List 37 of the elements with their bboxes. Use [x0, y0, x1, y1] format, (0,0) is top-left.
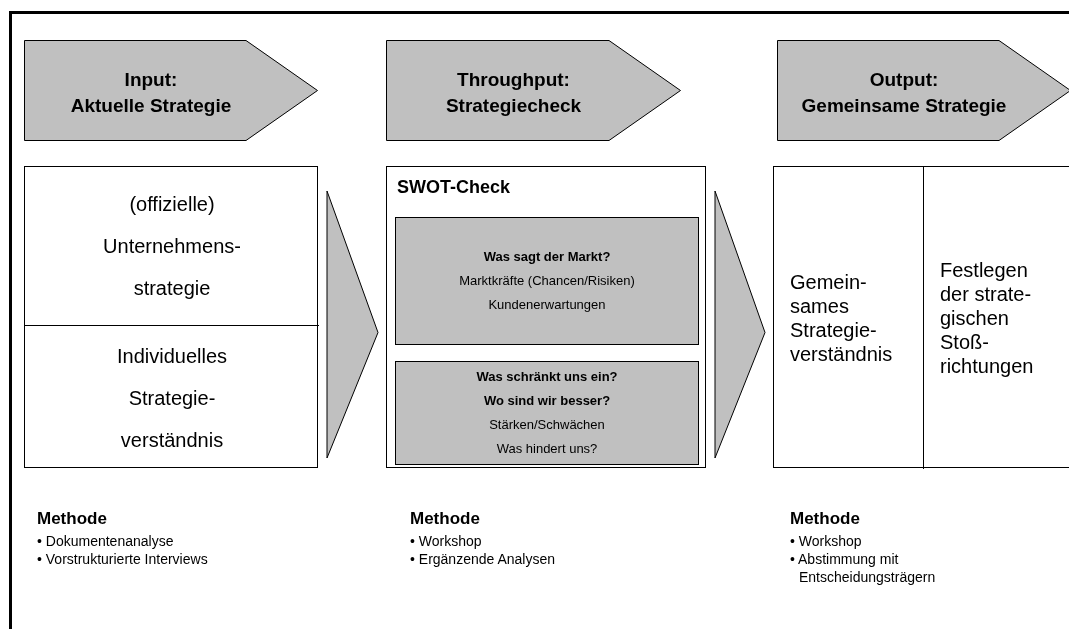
- panel-heading: SWOT-Check: [397, 177, 511, 198]
- method-item: • Workshop: [790, 532, 863, 550]
- chevron-shape: [386, 40, 681, 141]
- method-item: • Ergänzende Analysen: [410, 550, 556, 568]
- method-item: • Abstimmung mit Entscheidungsträgern: [790, 550, 937, 586]
- chevron-label: Output:: [869, 67, 939, 92]
- column-text: Gemein- sames Strategie- verständnis: [790, 270, 894, 366]
- question-heading: Was schränkt uns ein?: [476, 368, 618, 386]
- column-text: Festlegen der strate- gischen Stoß- richtungen: [940, 258, 1035, 378]
- content-panel: [773, 166, 1069, 468]
- chevron-label: Throughput:: [457, 67, 570, 92]
- chevron-label: Aktuelle Strategie: [70, 93, 232, 118]
- row-text: (offizielle) Unternehmens- strategie: [102, 192, 242, 301]
- question-text: Stärken/Schwächen: [489, 416, 605, 434]
- method-heading: Methode: [37, 510, 107, 528]
- question-text: Marktkräfte (Chancen/Risiken): [459, 272, 635, 290]
- question-box: [395, 217, 699, 345]
- question-box: [395, 361, 699, 465]
- method-item: • Vorstrukturierte Interviews: [37, 550, 209, 568]
- content-panel: [24, 166, 318, 468]
- method-item: • Dokumentenanalyse: [37, 532, 175, 550]
- method-item: • Workshop: [410, 532, 483, 550]
- process-arrow: [714, 190, 766, 459]
- row-text: Individuelles Strategie- verständnis: [115, 343, 229, 453]
- chevron-label: Strategiecheck: [445, 93, 582, 118]
- question-text: Kundenerwartungen: [488, 296, 606, 314]
- question-heading: Was sagt der Markt?: [483, 248, 611, 266]
- chevron-shape: [24, 40, 318, 141]
- method-heading: Methode: [790, 510, 860, 528]
- chevron-shape: [777, 40, 1069, 141]
- question-heading: Wo sind wir besser?: [483, 392, 611, 410]
- chevron-label: Gemeinsame Strategie: [801, 93, 1007, 118]
- question-text: Was hindert uns?: [496, 440, 598, 458]
- method-heading: Methode: [410, 510, 480, 528]
- chevron-label: Input:: [124, 67, 178, 92]
- content-panel: [386, 166, 706, 468]
- process-arrow: [326, 190, 379, 459]
